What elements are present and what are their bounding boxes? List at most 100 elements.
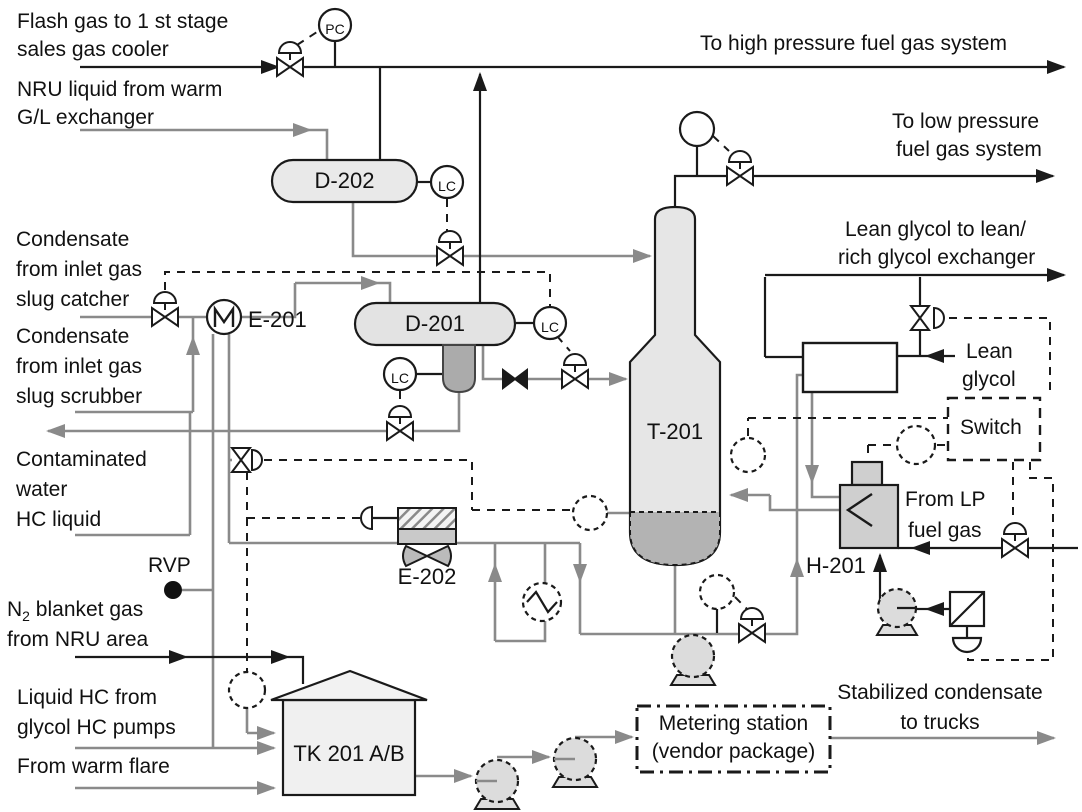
valve-actuator-icon <box>277 41 303 54</box>
drum-d201 <box>353 301 517 394</box>
d201-boot <box>442 344 476 394</box>
tank-instrument-icon <box>227 670 267 710</box>
stream-label: glycol <box>962 368 1016 391</box>
regulator-dome-icon <box>951 636 983 654</box>
stream-label: from inlet gas <box>16 355 143 378</box>
valve-boot-lcv <box>386 405 414 442</box>
stream-label: slug scrubber <box>16 385 143 408</box>
stream-label: From warm flare <box>17 755 170 778</box>
valve-body-icon <box>738 622 766 644</box>
equipment-label-e201: E-201 <box>248 307 307 332</box>
valve-body-icon <box>276 56 304 78</box>
stream-label: To low pressure <box>892 110 1040 133</box>
valve-body-icon <box>151 306 179 328</box>
stream-label: HC liquid <box>16 508 102 531</box>
valve-body-icon <box>502 368 528 390</box>
stream-label: fuel gas <box>908 519 982 542</box>
fan-icon <box>402 544 430 568</box>
valve-lp-fuel-pcv <box>726 150 754 187</box>
stream-label: To high pressure fuel gas system <box>700 32 1007 55</box>
aircooler-e202 <box>360 505 457 568</box>
pump-bottoms <box>669 633 717 686</box>
valve-body-icon <box>726 165 754 187</box>
stream-label: Lean <box>966 340 1013 363</box>
analyzer-instrument-icon <box>571 494 609 532</box>
metering-label: (vendor package) <box>651 740 816 763</box>
equipment-label-e202: E-202 <box>397 564 457 589</box>
stream-label: Flash gas to 1 st stage <box>17 10 229 33</box>
stream-label: Stabilized condensate <box>837 681 1043 704</box>
pump-tk-b <box>551 736 599 788</box>
valve-actuator-icon <box>1002 522 1028 535</box>
pc-controller-icon <box>317 7 353 43</box>
fan-icon <box>424 544 452 568</box>
instrument-signal-lines <box>164 31 1054 671</box>
louver-actuator-icon <box>360 505 373 531</box>
valve-actuator-icon <box>387 405 413 418</box>
stream-label: rich glycol exchanger <box>838 246 1036 269</box>
valve-body-icon <box>561 368 589 390</box>
pump-tk-a <box>473 758 521 810</box>
valve-d202-lcv <box>436 230 464 267</box>
stream-label: slug catcher <box>16 288 130 311</box>
valve-actuator-icon <box>933 306 945 330</box>
stream-label: Condensate <box>16 325 130 348</box>
pump-fuel-gas <box>875 587 919 636</box>
valve-slug-catcher <box>151 291 179 328</box>
stream-label: Condensate <box>16 228 130 251</box>
stream-label: from inlet gas <box>16 258 143 281</box>
lp-pressure-instrument-icon <box>678 110 716 148</box>
cross-exchanger <box>521 581 563 623</box>
valve-flash-gas-pcv <box>276 41 304 78</box>
tank-tk201 <box>270 669 428 797</box>
lc-tag: LC <box>541 319 559 335</box>
lc-tag: LC <box>391 370 409 386</box>
column-instrument-icon <box>729 436 767 474</box>
switch-instrument-icon <box>895 424 937 466</box>
stream-label: Liquid HC from <box>17 686 158 709</box>
gas-lines <box>75 41 1078 684</box>
stream-label: Lean glycol to lean/ <box>845 218 1026 241</box>
rvp-sample-point-icon <box>164 581 182 599</box>
bottoms-level-instrument-icon <box>698 573 736 611</box>
tank-roof <box>270 669 428 702</box>
valve-manual-block <box>502 368 528 390</box>
valve-bottoms-lcv <box>738 607 766 644</box>
valve-actuator-icon <box>562 353 588 366</box>
equipment-label-tk201: TK 201 A/B <box>293 741 405 766</box>
valve-fuel-gas-pcv <box>1001 522 1029 559</box>
valve-actuator-icon <box>152 291 178 304</box>
valve-d201-lcv <box>561 353 589 390</box>
fuel-gas-filter <box>948 590 986 654</box>
valve-body-icon <box>386 420 414 442</box>
pc-tag: PC <box>325 21 345 37</box>
equipment-label-d202: D-202 <box>314 168 375 193</box>
valve-actuator-icon <box>739 607 765 620</box>
stream-label: NRU liquid from warm <box>17 78 223 101</box>
stream-label: sales gas cooler <box>17 38 169 61</box>
valve-body-icon <box>1001 537 1029 559</box>
valve-body-icon <box>436 245 464 267</box>
burner-coil-icon <box>845 493 873 527</box>
equipment-label-t201: T-201 <box>646 419 704 444</box>
stream-label: to trucks <box>900 711 980 734</box>
switch-label: Switch <box>960 416 1022 439</box>
heater-e201 <box>205 298 243 336</box>
stream-label: G/L exchanger <box>17 106 154 129</box>
stream-label: From LP <box>905 488 986 511</box>
valve-body-icon <box>909 305 931 331</box>
valve-water-draw <box>230 447 263 473</box>
rvp-label: RVP <box>148 554 191 577</box>
valve-actuator-icon <box>251 448 263 472</box>
lc-d201-icon <box>532 305 568 341</box>
lc-tag: LC <box>438 178 456 194</box>
lc-boot-icon <box>382 356 418 392</box>
motor-m-icon <box>213 305 235 327</box>
liquid-lines <box>46 123 1056 795</box>
stream-label: glycol HC pumps <box>17 716 176 739</box>
lc-d202-icon <box>429 164 465 200</box>
valve-actuator-icon <box>437 230 463 243</box>
valve-body-icon <box>230 447 252 473</box>
